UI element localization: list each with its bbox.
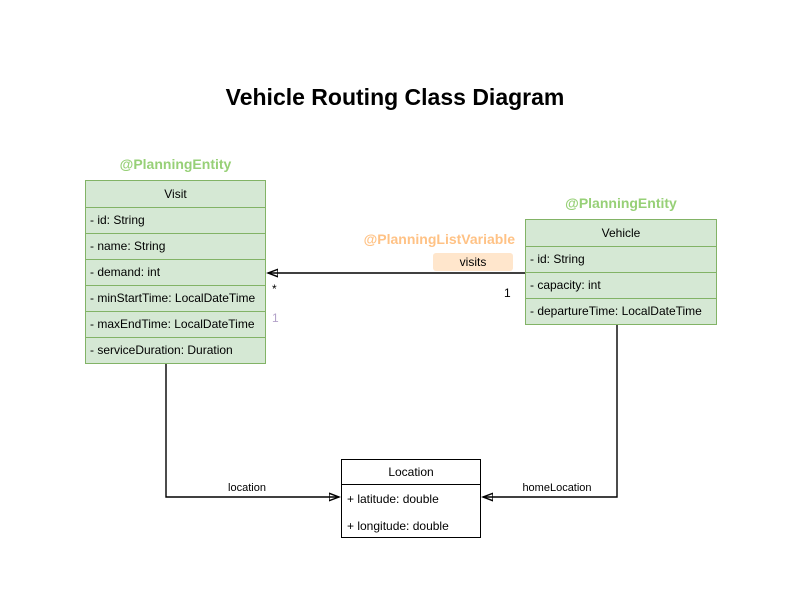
class-node-visit[interactable]: Visit - id: String - name: String - dema… (85, 180, 266, 364)
visit-attribute: - name: String (86, 233, 265, 259)
vehicle-attribute: - capacity: int (526, 272, 716, 298)
multiplicity-vehicle-end: 1 (504, 286, 511, 300)
location-class-name: Location (342, 460, 480, 485)
homelocation-edge-label: homeLocation (522, 482, 592, 494)
multiplicity-visit-end: * (272, 282, 277, 296)
location-attribute: + longitude: double (347, 519, 449, 533)
vehicle-attribute: - id: String (526, 246, 716, 272)
visit-attribute: - maxEndTime: LocalDateTime (86, 311, 265, 337)
visit-attribute: - id: String (86, 207, 265, 233)
vehicle-attribute: - departureTime: LocalDateTime (526, 298, 716, 324)
location-attribute: + latitude: double (347, 492, 439, 506)
vehicle-stereotype-label: @PlanningEntity (565, 195, 677, 211)
visit-stereotype-label: @PlanningEntity (119, 156, 232, 172)
visit-class-name: Visit (164, 187, 187, 201)
edge-vehicle-homelocation[interactable] (483, 323, 618, 497)
visit-attribute: - demand: int (86, 259, 265, 285)
location-edge-label: location (228, 482, 266, 494)
class-node-location[interactable]: Location + latitude: double + longitude:… (341, 459, 481, 538)
diagram-title: Vehicle Routing Class Diagram (225, 84, 565, 110)
visit-attribute: - minStartTime: LocalDateTime (86, 285, 265, 311)
visits-edge-label[interactable]: visits (433, 253, 513, 271)
vehicle-class-name: Vehicle (601, 226, 641, 240)
edge-visit-location[interactable] (165, 362, 339, 497)
visit-attribute: - serviceDuration: Duration (86, 337, 265, 363)
visits-stereotype-label: @PlanningListVariable (363, 231, 515, 247)
multiplicity-visit-end-secondary: 1 (272, 311, 279, 325)
class-node-vehicle[interactable]: Vehicle - id: String - capacity: int - d… (525, 219, 717, 325)
